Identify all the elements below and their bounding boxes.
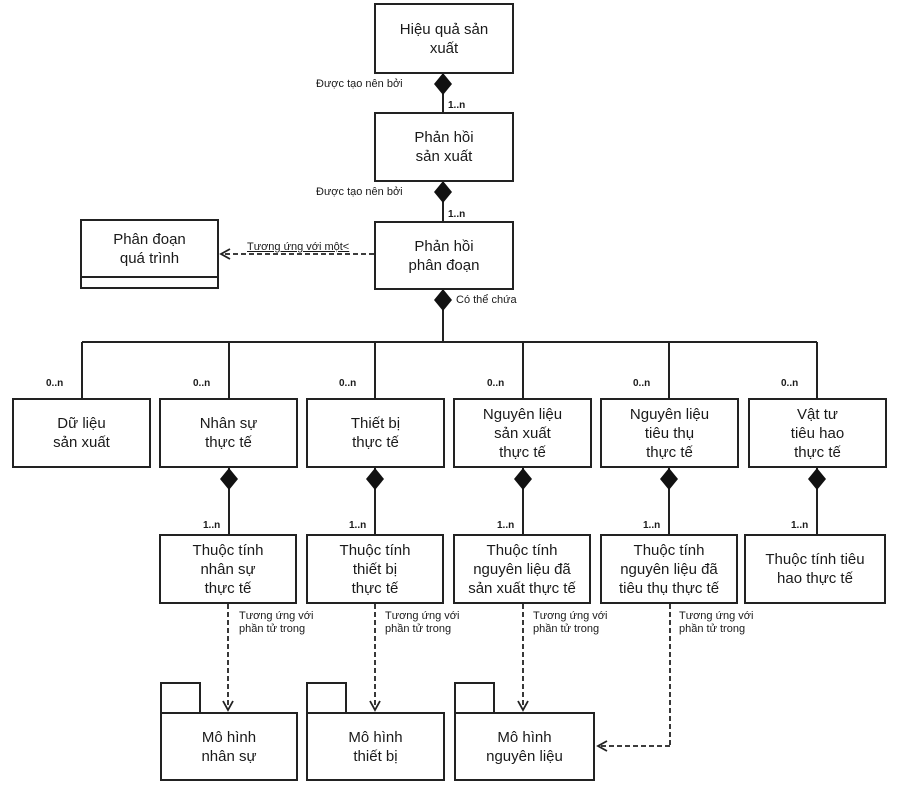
box-label: Vật tư tiêu hao thực tế: [790, 405, 845, 461]
box-label: Dữ liệu sản xuất: [53, 415, 110, 451]
package-label: Mô hình nguyên liệu: [486, 728, 563, 765]
box-label: Thuộc tính thiết bị thực tế: [339, 541, 411, 597]
box-production-response: Phản hồi sản xuất: [374, 112, 514, 182]
relation-label-corresponds-element: Tương ứng với phần tử trong: [679, 610, 754, 635]
box-attribute-5: Thuộc tính tiêu hao thực tế: [744, 534, 886, 604]
box-label: Phản hồi phân đoạn: [408, 237, 480, 274]
box-label: Thuộc tính tiêu hao thực tế: [765, 551, 865, 587]
box-child-3: Nguyên liệu sản xuất thực tế: [453, 398, 592, 468]
package-label: Mô hình nhân sự: [201, 728, 257, 765]
diamond-icon: [434, 181, 452, 203]
multiplicity-0n: 0..n: [633, 378, 651, 389]
box-label: Nhân sự thực tế: [199, 415, 258, 451]
multiplicity-0n: 0..n: [339, 378, 357, 389]
box-attribute-4: Thuộc tính nguyên liệu đã tiêu thụ thực …: [600, 534, 738, 604]
box-label: Phân đoạn quá trình: [113, 230, 186, 267]
class-compartment: [82, 276, 217, 287]
box-label: Nguyên liệu sản xuất thực tế: [482, 405, 563, 461]
package-model-0: Mô hình nhân sự: [160, 712, 298, 781]
multiplicity-0n: 0..n: [487, 378, 505, 389]
package-tab: [454, 682, 495, 713]
multiplicity-1n: 1..n: [448, 100, 466, 111]
box-process-segment: Phân đoạn quá trình: [80, 219, 219, 289]
diamond-icon: [220, 468, 238, 490]
package-model-2: Mô hình nguyên liệu: [454, 712, 595, 781]
multiplicity-0n: 0..n: [193, 378, 211, 389]
box-label: Thiết bị thực tế: [350, 415, 401, 451]
relation-label-corresponds-element: Tương ứng với phần tử trong: [239, 610, 314, 635]
multiplicity-1n: 1..n: [791, 520, 809, 531]
box-label: Thuộc tính nguyên liệu đã sản xuất thực …: [468, 541, 576, 597]
relation-label-made-by-1: Được tạo nên bởi: [316, 78, 403, 90]
multiplicity-0n: 0..n: [781, 378, 799, 389]
box-label: Thuộc tính nguyên liệu đã tiêu thụ thực …: [618, 541, 720, 597]
box-child-0: Dữ liệu sản xuất: [12, 398, 151, 468]
diamond-icon: [514, 468, 532, 490]
package-tab: [160, 682, 201, 713]
package-label: Mô hình thiết bị: [348, 728, 403, 765]
package-tab: [306, 682, 347, 713]
box-child-2: Thiết bị thực tế: [306, 398, 445, 468]
multiplicity-0n: 0..n: [46, 378, 64, 389]
box-child-5: Vật tư tiêu hao thực tế: [748, 398, 887, 468]
relation-label-corresponds-to-one: Tương ứng với một<: [247, 241, 350, 253]
box-label: Thuộc tính nhân sự thực tế: [192, 541, 264, 597]
diamond-icon: [660, 468, 678, 490]
box-segment-response: Phản hồi phân đoạn: [374, 221, 514, 290]
box-child-4: Nguyên liệu tiêu thụ thực tế: [600, 398, 739, 468]
box-production-efficiency: Hiệu quả sản xuất: [374, 3, 514, 74]
relation-label-may-contain: Có thể chứa: [456, 294, 517, 306]
box-label: Hiệu quả sản xuất: [399, 20, 489, 57]
package-model-1: Mô hình thiết bị: [306, 712, 445, 781]
multiplicity-1n: 1..n: [497, 520, 515, 531]
multiplicity-1n: 1..n: [448, 209, 466, 220]
relation-label-made-by-2: Được tạo nên bởi: [316, 186, 403, 198]
diamond-icon: [808, 468, 826, 490]
diamond-icon: [434, 289, 452, 311]
box-child-1: Nhân sự thực tế: [159, 398, 298, 468]
multiplicity-1n: 1..n: [203, 520, 221, 531]
box-attribute-2: Thuộc tính thiết bị thực tế: [306, 534, 444, 604]
relation-label-corresponds-element: Tương ứng với phần tử trong: [385, 610, 460, 635]
multiplicity-1n: 1..n: [643, 520, 661, 531]
box-attribute-3: Thuộc tính nguyên liệu đã sản xuất thực …: [453, 534, 591, 604]
multiplicity-1n: 1..n: [349, 520, 367, 531]
box-attribute-1: Thuộc tính nhân sự thực tế: [159, 534, 297, 604]
relation-label-corresponds-element: Tương ứng với phần tử trong: [533, 610, 608, 635]
box-label: Nguyên liệu tiêu thụ thực tế: [629, 405, 710, 461]
box-label: Phản hồi sản xuất: [414, 129, 474, 165]
diamond-icon: [366, 468, 384, 490]
diamond-icon: [434, 73, 452, 95]
